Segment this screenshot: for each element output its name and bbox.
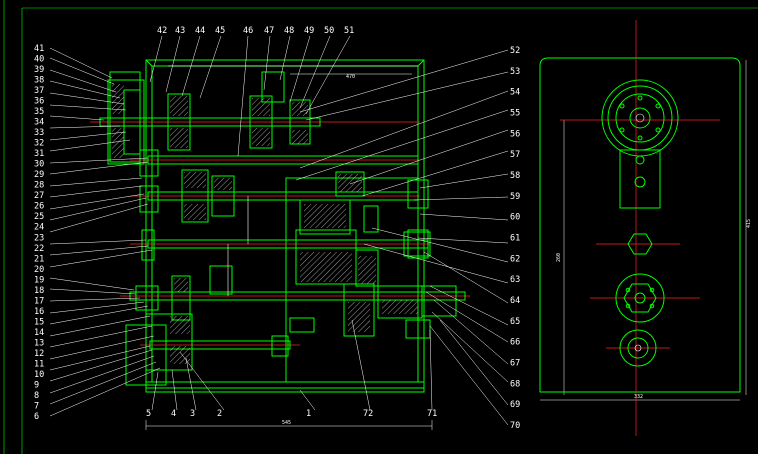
callout-34: 34 xyxy=(34,118,44,128)
callout-24: 24 xyxy=(34,223,44,233)
dim-overall-width: 545 xyxy=(282,420,291,426)
callout-54: 54 xyxy=(510,88,520,98)
callout-46: 46 xyxy=(243,26,253,36)
callout-26: 26 xyxy=(34,202,44,212)
dim-inner-height: 260 xyxy=(556,253,562,262)
dim-side-width: 332 xyxy=(634,394,643,400)
callout-37: 37 xyxy=(34,86,44,96)
dim-top-width: 470 xyxy=(346,74,355,80)
drawing-frame xyxy=(3,0,758,454)
callout-6: 6 xyxy=(34,412,39,422)
callout-62: 62 xyxy=(510,254,520,264)
callout-53: 53 xyxy=(510,67,520,77)
callout-20: 20 xyxy=(34,265,44,275)
callout-12: 12 xyxy=(34,349,44,359)
callout-4: 4 xyxy=(171,409,176,419)
callout-10: 10 xyxy=(34,370,44,380)
callout-17: 17 xyxy=(34,296,44,306)
callout-13: 13 xyxy=(34,338,44,348)
callout-64: 64 xyxy=(510,296,520,306)
callout-28: 28 xyxy=(34,181,44,191)
callout-41: 41 xyxy=(34,44,44,54)
callout-21: 21 xyxy=(34,254,44,264)
callout-58: 58 xyxy=(510,171,520,181)
callout-1: 1 xyxy=(306,409,311,419)
callout-63: 63 xyxy=(510,275,520,285)
callout-9: 9 xyxy=(34,380,39,390)
callout-50: 50 xyxy=(324,26,334,36)
callout-27: 27 xyxy=(34,191,44,201)
callout-15: 15 xyxy=(34,317,44,327)
callout-3: 3 xyxy=(190,409,195,419)
callout-19: 19 xyxy=(34,275,44,285)
callout-67: 67 xyxy=(510,359,520,369)
callout-29: 29 xyxy=(34,170,44,180)
callout-16: 16 xyxy=(34,307,44,317)
callout-61: 61 xyxy=(510,234,520,244)
callout-56: 56 xyxy=(510,129,520,139)
callout-8: 8 xyxy=(34,391,39,401)
callout-31: 31 xyxy=(34,149,44,159)
callout-22: 22 xyxy=(34,244,44,254)
callout-66: 66 xyxy=(510,338,520,348)
dim-side-height: 415 xyxy=(746,219,752,228)
callout-57: 57 xyxy=(510,150,520,160)
callout-14: 14 xyxy=(34,328,44,338)
callout-60: 60 xyxy=(510,213,520,223)
callout-18: 18 xyxy=(34,286,44,296)
callout-23: 23 xyxy=(34,233,44,243)
callout-45: 45 xyxy=(215,26,225,36)
callout-44: 44 xyxy=(195,26,205,36)
callout-70: 70 xyxy=(510,421,520,431)
callout-39: 39 xyxy=(34,65,44,75)
dimension-lines xyxy=(145,60,747,430)
callout-36: 36 xyxy=(34,97,44,107)
callout-49: 49 xyxy=(304,26,314,36)
callout-5: 5 xyxy=(146,409,151,419)
gearbox-section-view xyxy=(90,59,470,393)
callout-labels: 4140393837363534333231302928272625242322… xyxy=(34,26,520,431)
callout-25: 25 xyxy=(34,212,44,222)
callout-48: 48 xyxy=(284,26,294,36)
callout-32: 32 xyxy=(34,139,44,149)
callout-51: 51 xyxy=(344,26,354,36)
callout-2: 2 xyxy=(217,409,222,419)
callout-33: 33 xyxy=(34,128,44,138)
callout-69: 69 xyxy=(510,400,520,410)
callout-35: 35 xyxy=(34,107,44,117)
callout-leader-lines xyxy=(49,35,509,426)
callout-72: 72 xyxy=(363,409,373,419)
callout-52: 52 xyxy=(510,46,520,56)
callout-7: 7 xyxy=(34,401,39,411)
side-view xyxy=(539,20,741,436)
callout-65: 65 xyxy=(510,317,520,327)
callout-40: 40 xyxy=(34,55,44,65)
callout-71: 71 xyxy=(427,409,437,419)
callout-38: 38 xyxy=(34,76,44,86)
callout-30: 30 xyxy=(34,160,44,170)
callout-68: 68 xyxy=(510,379,520,389)
callout-55: 55 xyxy=(510,109,520,119)
callout-43: 43 xyxy=(175,26,185,36)
callout-11: 11 xyxy=(34,359,44,369)
callout-59: 59 xyxy=(510,192,520,202)
callout-42: 42 xyxy=(157,26,167,36)
callout-47: 47 xyxy=(264,26,274,36)
